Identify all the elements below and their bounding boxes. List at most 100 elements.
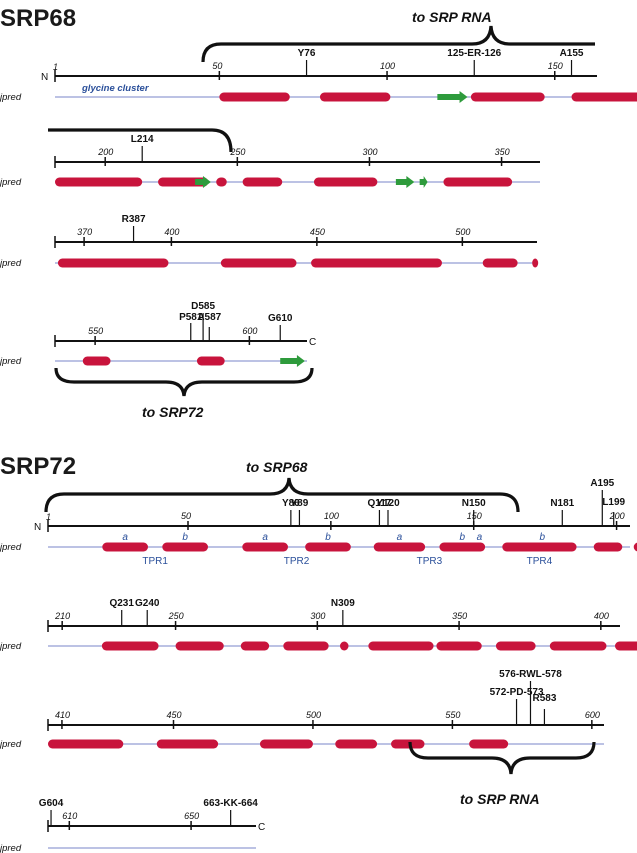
tick-label: 200 [97,147,113,157]
helix [55,177,143,187]
site-label: D585 [191,301,215,312]
tpr-helix-b: b [460,532,466,543]
tick-label: 100 [380,61,395,71]
helix [495,641,536,651]
tpr-helix-b: b [325,532,331,543]
jpred-label: jpred [0,739,22,750]
srp68-glycine-cluster-label: glycine cluster [81,83,150,94]
site-label: Y89 [291,498,309,509]
jpred-label: jpred [0,843,22,853]
helix [391,739,425,749]
helix [373,542,426,552]
site-label: L199 [602,497,625,508]
tpr-label: TPR3 [417,556,443,567]
site-label: Y120 [376,498,400,509]
site-label: N309 [331,598,355,609]
helix [532,258,539,268]
tick-label: 100 [324,511,339,521]
n-terminus-label: N [34,522,41,533]
site-label: A587 [197,312,221,323]
helix [313,177,378,187]
site-label: Q117 [367,498,391,509]
helix [242,542,288,552]
site-label: G240 [135,598,160,609]
tick-label: 600 [242,326,257,336]
site-label: 663-KK-664 [203,798,258,809]
helix [162,542,208,552]
helix [240,641,270,651]
strand-arrow [395,176,415,188]
helix [571,92,637,102]
helix [615,641,637,651]
site-label: Q231 [109,598,134,609]
c-terminus-label: C [258,822,265,833]
jpred-label: jpred [0,641,22,652]
srp72-title: SRP72 [0,453,76,480]
tick-label: 550 [445,710,460,720]
helix [436,641,482,651]
site-label: P581 [179,312,203,323]
tick-label: 250 [229,147,245,157]
site-label: 572-PD-573 [490,687,544,698]
helix [216,177,227,187]
site-label: 125-ER-126 [447,48,501,59]
helix [283,641,329,651]
helix [196,356,225,366]
helix [482,258,518,268]
helix [319,92,391,102]
tick-label: 500 [455,227,470,237]
srp72-to-srp-rna-label: to SRP RNA [460,791,540,807]
tpr-helix-a: a [122,532,128,543]
tick-label: 400 [594,611,609,621]
helix [305,542,351,552]
srp72-row-1: N150100150200Y86Y89Q117Y120N150N181A195L… [0,478,637,553]
tick-label: 200 [609,511,625,521]
helix [259,739,313,749]
helix [335,739,378,749]
tick-label: 210 [54,611,70,621]
tick-label: 300 [362,147,377,157]
helix [340,641,349,651]
tick-label: 370 [77,227,92,237]
tpr-label: TPR1 [142,556,168,567]
site-label: R387 [122,214,146,225]
site-label: Y76 [298,48,316,59]
site-label: A195 [590,478,614,489]
tpr-label: TPR2 [284,556,310,567]
helix [311,258,442,268]
helix [242,177,283,187]
tick-label: 550 [88,326,103,336]
helix [102,542,148,552]
tpr-helix-a: a [262,532,268,543]
tpr-helix-a: a [477,532,483,543]
srp72-brace-srp-rna: to SRP RNA [408,741,596,807]
tick-label: 50 [212,61,222,71]
tick-label: 410 [55,710,70,720]
srp72-brace-srp68: to SRP68 [44,459,520,513]
tpr-label: TPR4 [527,556,553,567]
helix [368,641,434,651]
tick-label: 350 [495,147,510,157]
srp72-rows: N150100150200Y86Y89Q117Y120N150N181A195L… [0,478,637,853]
tick-label: 450 [310,227,325,237]
n-terminus-label: N [41,72,48,83]
site-label: N150 [462,498,486,509]
srp68-brace-srp-rna: to SRP RNA [201,9,595,63]
tick-label: 300 [310,611,325,621]
tick-label: 450 [167,710,182,720]
jpred-label: jpred [0,177,22,188]
srp72-to-srp68-label: to SRP68 [246,459,308,475]
site-label: A155 [560,48,584,59]
strand-arrow [280,355,305,367]
helix [57,258,169,268]
tpr-helix-a: a [397,532,403,543]
jpred-label: jpred [0,258,22,269]
srp68-to-srp72-label: to SRP72 [142,404,204,420]
helix [633,542,637,552]
